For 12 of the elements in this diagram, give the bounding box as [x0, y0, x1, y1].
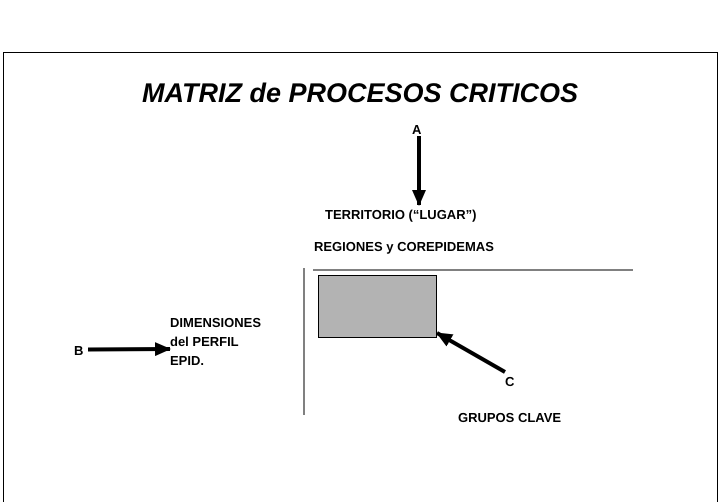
title: MATRIZ de PROCESOS CRITICOS: [140, 80, 580, 107]
shaded-rectangle: [318, 275, 437, 338]
axis-label: GRUPOS CLAVE: [458, 411, 562, 424]
arrow: [412, 136, 426, 206]
node-label: DIMENSIONES del PERFIL EPID.: [170, 313, 275, 373]
arrow: [88, 342, 171, 356]
arrow: [436, 331, 506, 374]
axis-label: REGIONES y COREPIDEMAS: [314, 240, 495, 253]
node-label: C: [505, 372, 519, 389]
node-label: A: [412, 120, 426, 136]
node-label: TERRITORIO (“LUGAR”): [325, 205, 493, 222]
node-label: B: [74, 341, 88, 358]
